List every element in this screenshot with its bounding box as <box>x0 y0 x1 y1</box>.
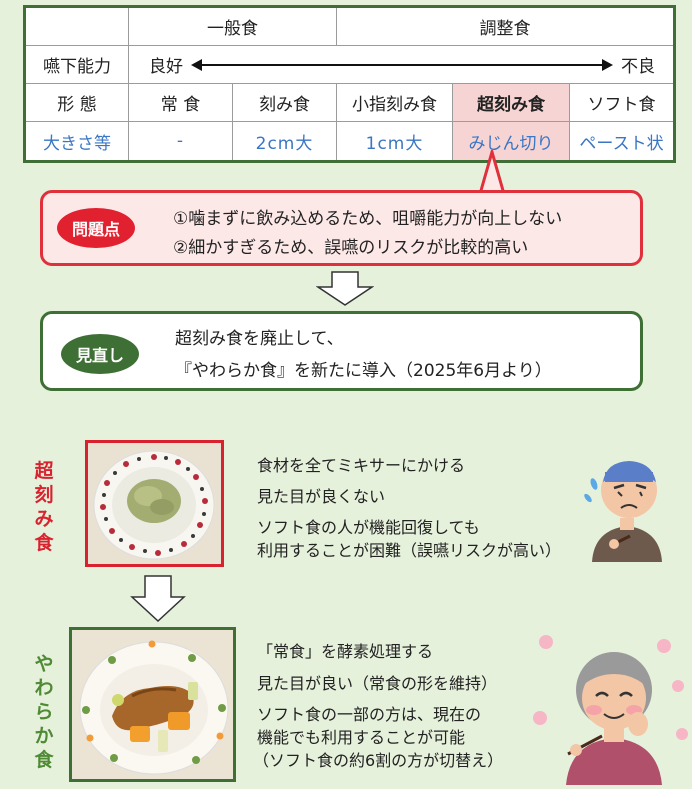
down-arrow-icon <box>316 271 374 306</box>
size-cell: - <box>129 122 233 160</box>
header-general-food: 一般食 <box>129 8 337 46</box>
size-cell: ペースト状 <box>579 133 664 154</box>
problem-badge: 問題点 <box>57 208 135 248</box>
form-cell-highlighted: 超刻み食 <box>453 84 570 122</box>
size-cell: 2cm大 <box>233 122 337 160</box>
old-food-desc-3: ソフト食の人が機能回復しても <box>257 518 480 537</box>
form-cell: 小指刻み食 <box>337 84 453 122</box>
header-adjusted-food: 調整食 <box>337 8 673 46</box>
swallow-good-label: 良好 <box>149 57 183 77</box>
review-box: 見直し 超刻み食を廃止して、 『やわらか食』を新たに導入（2025年6月より） <box>40 311 643 391</box>
row-label-size: 大きさ等 <box>26 122 129 160</box>
review-badge: 見直し <box>61 334 139 374</box>
swallow-poor-label: 不良 <box>621 57 655 77</box>
size-cell: 1cm大 <box>337 122 453 160</box>
soft-food-photo <box>69 627 236 782</box>
old-food-desc-2: 見た目が良くない <box>257 487 386 506</box>
happy-elderly-woman-icon <box>533 635 688 785</box>
new-food-desc-4: 機能でも利用することが可能 <box>257 728 466 747</box>
new-food-desc-3: ソフト食の一部の方は、現在の <box>257 705 482 724</box>
review-line-1: 超刻み食を廃止して、 <box>175 329 344 349</box>
table-corner-cell <box>26 8 129 46</box>
new-food-desc-5: （ソフト食の約6割の方が切替え） <box>253 751 504 770</box>
unhappy-elderly-man-icon <box>584 461 662 562</box>
callout-pointer <box>478 150 506 194</box>
double-arrow-icon <box>191 58 613 72</box>
form-cell: 刻み食 <box>233 84 337 122</box>
row-label-swallow: 嚥下能力 <box>26 46 129 84</box>
problem-line-1: ①噛まずに飲み込めるため、咀嚼能力が向上しない <box>173 209 563 229</box>
old-food-desc-4: 利用することが困難（誤嚥リスクが高い） <box>257 541 562 560</box>
review-line-2: 『やわらか食』を新たに導入（2025年6月より） <box>175 361 552 381</box>
row-label-form: 形 態 <box>26 84 129 122</box>
new-food-desc-1: 「常食」を酵素処理する <box>257 642 434 661</box>
swallow-scale: 良好 不良 <box>129 46 673 84</box>
problem-box: 問題点 ①噛まずに飲み込めるため、咀嚼能力が向上しない ②細かすぎるため、誤嚥の… <box>40 190 643 266</box>
old-food-desc-1: 食材を全てミキサーにかける <box>257 456 466 475</box>
form-cell: ソフト食 <box>570 84 673 122</box>
new-food-label: やわらか食 <box>34 653 54 771</box>
minced-food-photo <box>85 440 224 567</box>
down-arrow-icon <box>130 575 186 623</box>
size-cell-highlighted: みじん切り <box>453 122 570 160</box>
soft-food-image <box>72 630 233 779</box>
minced-food-image <box>88 443 221 564</box>
old-food-label: 超刻み食 <box>34 460 54 554</box>
form-cell: 常 食 <box>129 84 233 122</box>
food-type-table: 一般食 調整食 嚥下能力 良好 不良 形 態 常 食 刻み食 小指刻み食 超刻み… <box>23 5 676 163</box>
problem-line-2: ②細かすぎるため、誤嚥のリスクが比較的高い <box>173 238 529 258</box>
new-food-desc-2: 見た目が良い（常食の形を維持） <box>257 674 498 693</box>
